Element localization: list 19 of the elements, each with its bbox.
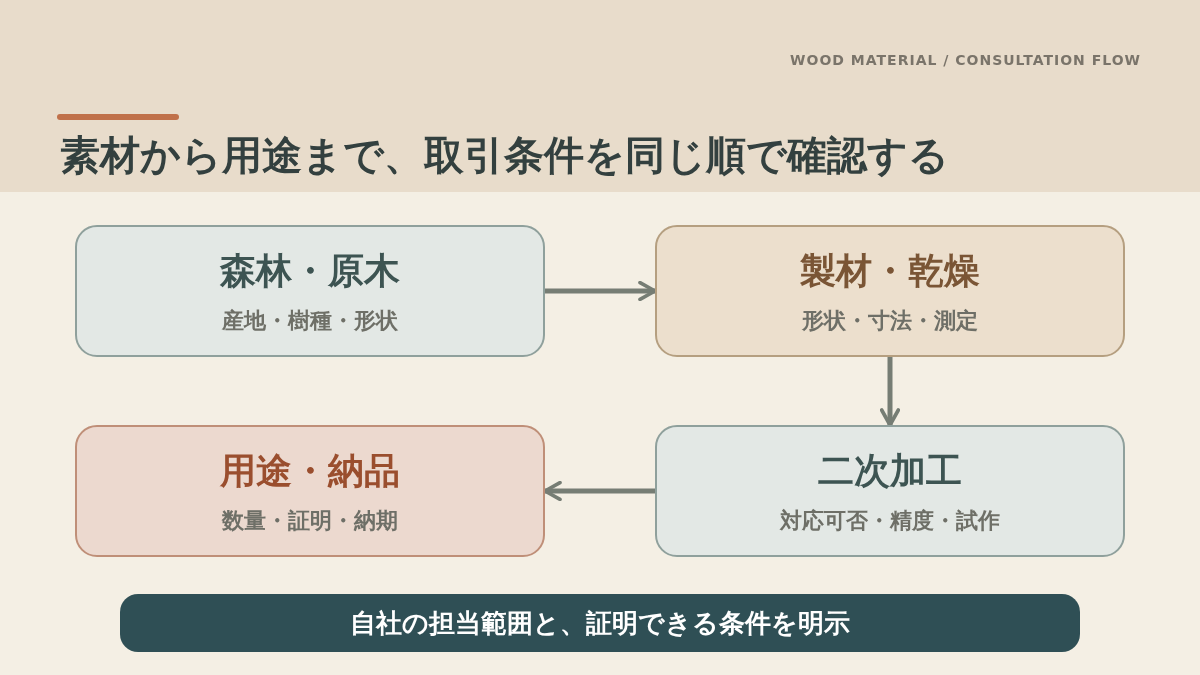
- box-description: 形状・寸法・測定: [802, 306, 978, 335]
- box-description: 数量・証明・納期: [222, 506, 398, 535]
- box-description: 産地・樹種・形状: [222, 306, 398, 335]
- banner: [120, 594, 1080, 652]
- title: 素材から用途まで、取引条件を同じ順で確認する: [60, 130, 949, 180]
- box-heading: 二次加工: [818, 447, 962, 493]
- box-heading: 自社の担当範囲と、証明できる条件を明示: [350, 606, 850, 640]
- box-description: 対応可否・精度・試作: [780, 506, 1000, 535]
- process-box: [655, 425, 1125, 557]
- subtitle-label: WOOD MATERIAL / CONSULTATION FLOW: [790, 52, 1141, 68]
- box-heading: 製材・乾燥: [800, 247, 980, 293]
- process-box: [75, 225, 545, 357]
- arrow: [879, 357, 901, 427]
- arrow: [543, 480, 655, 502]
- box-heading: 用途・納品: [220, 447, 400, 493]
- box-heading: 森林・原木: [220, 247, 400, 293]
- process-box: [655, 225, 1125, 357]
- arrow: [545, 280, 657, 302]
- process-box: [75, 425, 545, 557]
